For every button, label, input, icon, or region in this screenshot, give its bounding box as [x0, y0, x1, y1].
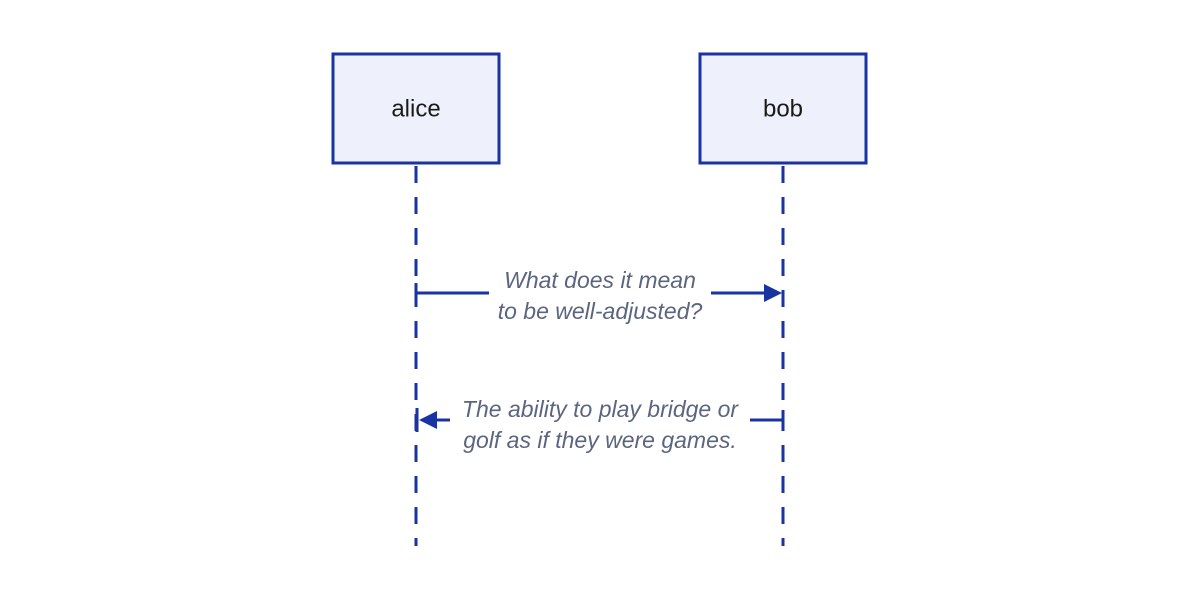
message-2-line-2: golf as if they were games.	[463, 427, 737, 453]
message-2-label-bg	[450, 392, 750, 458]
participant-label-bob: bob	[763, 95, 803, 122]
message-1-label-bg	[489, 262, 711, 326]
participant-box-bob	[698, 52, 868, 165]
message-2: The ability to play bridge or golf as if…	[415, 392, 785, 458]
message-2-line-1: The ability to play bridge or	[462, 396, 739, 422]
message-1: What does it mean to be well-adjusted?	[414, 262, 782, 326]
participant-label-alice: alice	[391, 95, 440, 122]
message-2-arrowhead	[419, 411, 437, 429]
message-1-arrowhead	[764, 284, 782, 302]
participant-bob: bob	[698, 52, 868, 165]
participant-alice: alice	[331, 52, 501, 165]
participant-box-alice	[331, 52, 501, 165]
message-1-line-1: What does it mean	[504, 267, 696, 293]
message-1-line-2: to be well-adjusted?	[498, 298, 703, 324]
